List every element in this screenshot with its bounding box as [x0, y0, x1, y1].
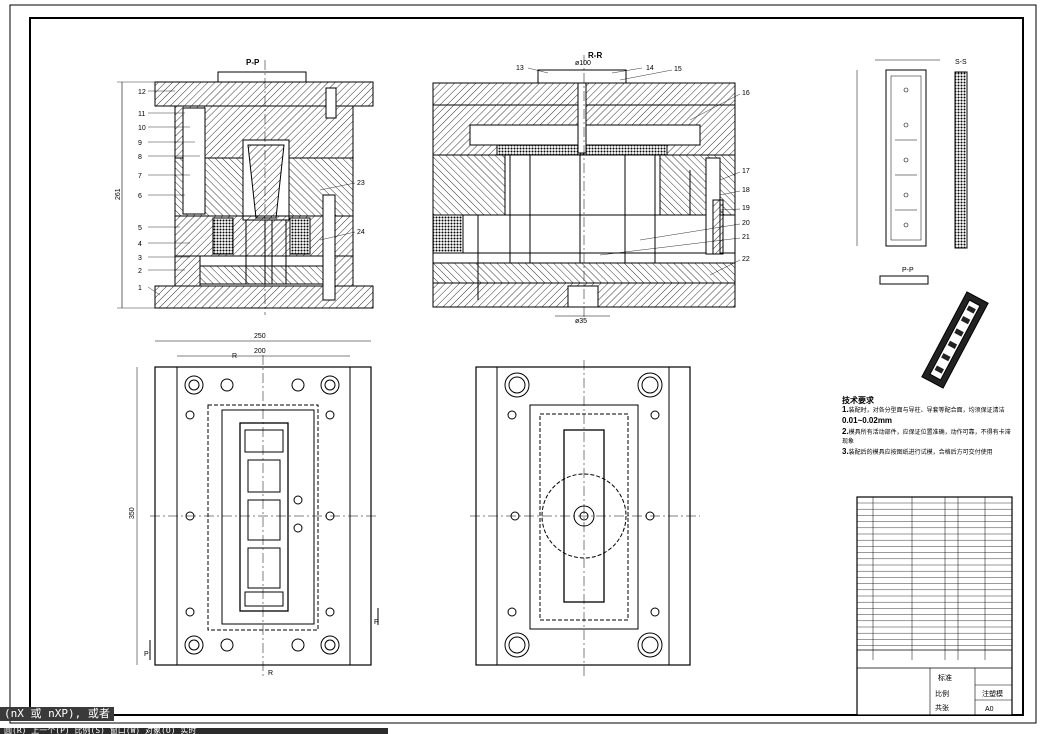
- part-no-11: 11: [138, 111, 145, 118]
- dim-top-ring: ø100: [575, 60, 591, 67]
- tech-heading: 技术要求: [842, 396, 874, 405]
- outer-border: [9, 4, 1037, 724]
- section-pp-title: P-P: [246, 58, 260, 67]
- part-no-3: 3: [138, 255, 142, 262]
- part-no-5: 5: [138, 225, 142, 232]
- section-view-pp: P-P 2 6: [115, 58, 374, 315]
- title-standard: 标准: [938, 673, 952, 682]
- part-no-2: 2: [138, 268, 142, 275]
- part-no-17: 17: [742, 168, 750, 175]
- plan-view-moving-half: 250 200 350: [129, 333, 379, 677]
- part-no-7: 7: [138, 173, 142, 180]
- technical-requirements: 技术要求 1.装配时，对各分型面与导柱、导套等配合面，均须保证清洁 0.01~0…: [842, 396, 1012, 458]
- part-no-23: 23: [357, 180, 365, 187]
- section-mark-p-right: P: [374, 619, 379, 626]
- section-view-rr: R-R ø100 ø35: [432, 51, 750, 325]
- part-no-6: 6: [138, 193, 142, 200]
- part-no-21: 21: [742, 234, 750, 241]
- view-pp-small-title: P-P: [902, 267, 914, 274]
- part-no-4: 4: [138, 241, 142, 248]
- tech-note-3: 3.装配后的模具应按图纸进行试模，合格后方可交付使用: [842, 447, 993, 456]
- part-no-15: 15: [674, 66, 682, 73]
- title-scale-sheet: A0: [985, 706, 994, 713]
- dim-width-outer-label: 250: [254, 333, 266, 340]
- part-no-14: 14: [646, 65, 654, 72]
- part-no-22: 22: [742, 256, 750, 263]
- tech-note-1: 1.装配时，对各分型面与导柱、导套等配合面，均须保证清洁 0.01~0.02mm: [842, 405, 1005, 425]
- plan-view-fixed-half: [470, 360, 700, 676]
- part-no-16: 16: [742, 90, 750, 97]
- title-name: 注塑模: [982, 689, 1003, 698]
- part-no-24: 24: [357, 229, 365, 236]
- section-rr-title: R-R: [588, 51, 602, 60]
- part-no-10: 10: [138, 125, 146, 132]
- part-no-18: 18: [742, 187, 750, 194]
- part-no-1: 1: [138, 285, 142, 292]
- title-sheets: 共张: [935, 703, 949, 712]
- part-no-8: 8: [138, 154, 142, 161]
- part-no-19: 19: [742, 205, 750, 212]
- part-no-20: 20: [742, 220, 750, 227]
- section-mark-p-left: P: [144, 651, 149, 658]
- part-no-13: 13: [516, 65, 524, 72]
- dim-width-inner-label: 200: [254, 348, 266, 355]
- section-mark-r-bottom: R: [268, 670, 273, 677]
- tech-note-2: 2.模具所有活动部件，应保证位置准确，动作可靠，不得有卡滞现象: [842, 427, 1011, 445]
- part-detail-views: S-S P-P: [856, 59, 989, 389]
- dim-sprue-label: ø35: [575, 318, 587, 325]
- title-ratio: 比例: [935, 689, 949, 698]
- section-mark-r-top: R: [232, 353, 237, 360]
- command-line-prompt[interactable]: (nX 或 nXP), 或者: [0, 707, 114, 721]
- dim-length-label: 350: [129, 507, 136, 519]
- command-options-bar[interactable]: 圆(R) 上一个(P) 比例(S) 窗口(W) 对象(O) 实时: [0, 728, 388, 734]
- parts-list-table: 标准 注塑模 A0 比例 共张: [856, 496, 1013, 716]
- dim-height-label: 261: [115, 188, 122, 200]
- part-no-9: 9: [138, 140, 142, 147]
- inner-border: [29, 17, 1024, 716]
- part-no-12: 12: [138, 89, 146, 96]
- view-ss-title: S-S: [955, 59, 967, 66]
